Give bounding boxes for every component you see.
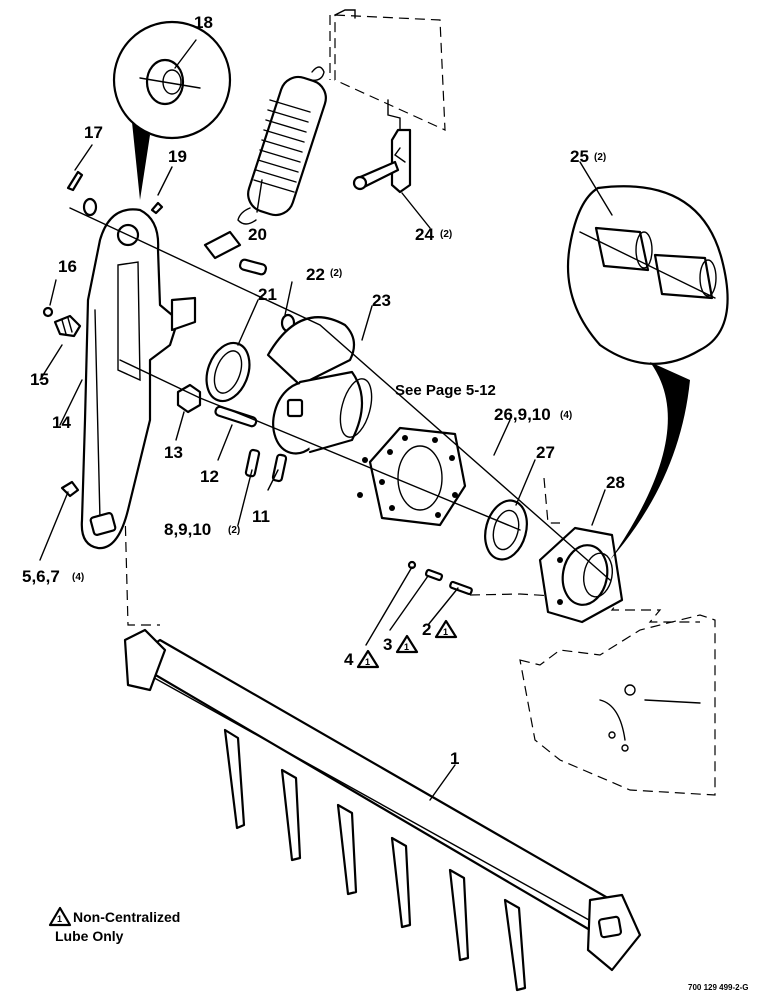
figure-code: 700 129 499-2-G (688, 983, 749, 992)
chassis-frame (519, 614, 716, 796)
triangle-icon (356, 649, 380, 669)
callout-24: 24 (415, 225, 434, 244)
leader-lines (39, 39, 613, 801)
callout-5-6-7-qty: (4) (72, 572, 84, 583)
callout-21: 21 (258, 285, 277, 304)
svg-text:1: 1 (404, 642, 409, 652)
legend-line-1: Non-Centralized (73, 909, 180, 925)
callout-3: 3 (383, 635, 392, 654)
callout-26: 26,9,10 (494, 405, 551, 424)
detail-inset-18 (112, 20, 232, 200)
callout-28: 28 (606, 473, 625, 492)
callout-18: 18 (194, 13, 213, 32)
seal-ring (484, 499, 528, 561)
callout-20: 20 (248, 225, 267, 244)
callout-8-9-10-qty: (2) (228, 525, 240, 536)
callout-17: 17 (84, 123, 103, 142)
bolt-bracket (352, 128, 412, 194)
callout-22-qty: (2) (330, 268, 342, 279)
callout-14: 14 (52, 413, 71, 432)
callout-26-qty: (4) (560, 410, 572, 421)
callout-2: 2 (422, 620, 431, 639)
callout-15: 15 (30, 370, 49, 389)
callout-16: 16 (58, 257, 77, 276)
callout-23: 23 (372, 291, 391, 310)
legend: 1 Non-Centralized Lube Only (48, 906, 180, 944)
tine-bar (123, 628, 642, 992)
bushing-housing (538, 526, 624, 624)
svg-text:1: 1 (57, 914, 62, 924)
callout-24-qty: (2) (440, 229, 452, 240)
pivot-arm (80, 208, 180, 550)
callout-5-6-7: 5,6,7 (22, 567, 60, 586)
svg-text:1: 1 (443, 627, 448, 637)
callout-8-9-10: 8,9,10 (164, 520, 211, 539)
callout-13: 13 (164, 443, 183, 462)
callout-22: 22 (306, 265, 325, 284)
center-axis (69, 207, 611, 581)
callout-25-qty: (2) (594, 152, 606, 163)
svg-text:1: 1 (365, 657, 370, 667)
tension-spring (237, 66, 327, 225)
triangle-icon (48, 906, 72, 927)
triangle-icon (395, 634, 419, 654)
legend-line-2: Lube Only (55, 928, 124, 944)
triangle-icon (434, 619, 458, 639)
cam-collar (266, 316, 373, 455)
snap-ring (205, 341, 251, 403)
callout-labels: 18 17 19 20 16 15 14 21 22 (2) 23 24 (2)… (22, 13, 625, 768)
callout-12: 12 (200, 467, 219, 486)
lube-note-triangles: 1 1 1 (356, 619, 458, 669)
callout-19: 19 (168, 147, 187, 166)
callout-4: 4 (344, 650, 354, 669)
mounting-plate (334, 9, 446, 151)
callout-11: 11 (252, 507, 270, 526)
reference-lines (124, 15, 700, 626)
callout-1: 1 (450, 749, 459, 768)
see-page-note: See Page 5-12 (395, 382, 496, 399)
detail-inset-25 (566, 185, 729, 560)
callout-27: 27 (536, 443, 555, 462)
callout-25: 25 (570, 147, 589, 166)
bearing-flange-plate (357, 426, 467, 527)
hardware-pieces (42, 170, 473, 596)
